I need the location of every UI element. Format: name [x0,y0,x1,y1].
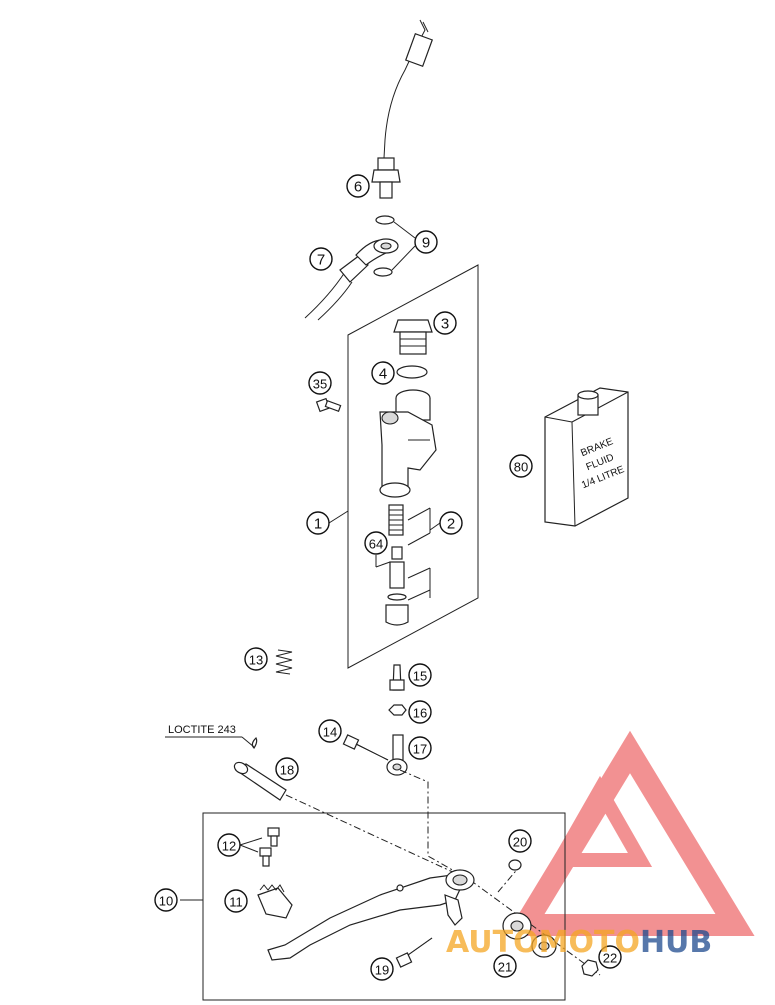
callout-2: 2 [439,511,463,535]
callout-15: 15 [408,663,432,687]
svg-text:2: 2 [447,516,455,533]
cylinder-group-frame [347,264,479,669]
svg-text:4: 4 [379,366,387,383]
svg-text:35: 35 [313,377,327,392]
push-rod [389,664,405,691]
callout-64: 64 [364,531,388,555]
svg-text:9: 9 [422,235,430,252]
footrest-screws [239,827,280,867]
callout-19: 19 [370,957,394,981]
watermark-text: AUTOMOTOHUB [446,925,712,960]
svg-text:21: 21 [498,960,512,975]
callout-20: 20 [508,829,532,853]
pedal-tip [257,884,293,919]
sealing-washers [373,215,416,277]
svg-text:80: 80 [514,460,528,475]
bleed-screw [315,397,342,413]
callout-14: 14 [318,719,342,743]
callout-18: 18 [275,757,299,781]
callout-6: 6 [346,174,370,198]
callout-12: 12 [217,833,241,857]
master-cylinder-body [379,389,437,498]
svg-text:15: 15 [413,669,427,684]
callout-21: 21 [493,954,517,978]
brake-hose [304,238,399,321]
svg-text:10: 10 [159,894,173,909]
hex-nut [388,704,407,716]
svg-text:11: 11 [229,895,243,910]
callout-3: 3 [433,311,457,335]
svg-text:22: 22 [603,951,617,966]
reservoir-fitting [393,319,433,355]
svg-text:18: 18 [280,763,294,778]
assembly-lines [285,769,601,976]
brake-fluid-bottle: BRAKE FLUID 1/4 LITRE [544,387,629,527]
callout-9: 9 [414,230,438,254]
pedal-group-frame [202,812,566,1001]
callout-11: 11 [224,889,248,913]
return-spring [275,649,293,675]
callout-1: 1 [306,511,330,535]
leader-lines [180,510,441,901]
clevis-bolt [342,734,408,776]
svg-text:17: 17 [413,742,427,757]
pivot-bolt [233,736,287,801]
callout-7: 7 [309,247,333,271]
svg-text:3: 3 [441,316,449,333]
o-ring [396,365,428,379]
svg-text:1: 1 [314,516,322,533]
callout-13: 13 [244,647,268,671]
svg-text:16: 16 [413,706,427,721]
loctite-label: LOCTITE 243 [168,724,236,736]
svg-text:20: 20 [513,835,527,850]
callout-17: 17 [408,736,432,760]
svg-text:64: 64 [369,537,383,552]
brake-light-switch [371,19,434,199]
watermark-logo [505,730,755,936]
callout-35: 35 [308,371,332,395]
brake-pedal [267,869,475,961]
svg-text:6: 6 [354,179,362,196]
svg-text:14: 14 [323,725,337,740]
pedal-bolt [395,937,433,968]
piston-kit [375,504,431,626]
callout-22: 22 [598,945,622,969]
callout-16: 16 [408,700,432,724]
loctite-annotation: LOCTITE 243 [165,724,255,748]
callout-10: 10 [154,888,178,912]
svg-text:19: 19 [375,963,389,978]
svg-text:AUTOMOTOHUB: AUTOMOTOHUB [446,925,712,960]
svg-text:7: 7 [317,252,325,269]
callout-80: 80 [509,454,533,478]
callouts: 6 9 7 3 4 35 80 1 2 64 13 15 16 14 17 18… [154,174,622,981]
callout-4: 4 [371,361,395,385]
svg-text:12: 12 [222,839,236,854]
svg-text:13: 13 [249,653,263,668]
bearing-set [502,859,599,977]
